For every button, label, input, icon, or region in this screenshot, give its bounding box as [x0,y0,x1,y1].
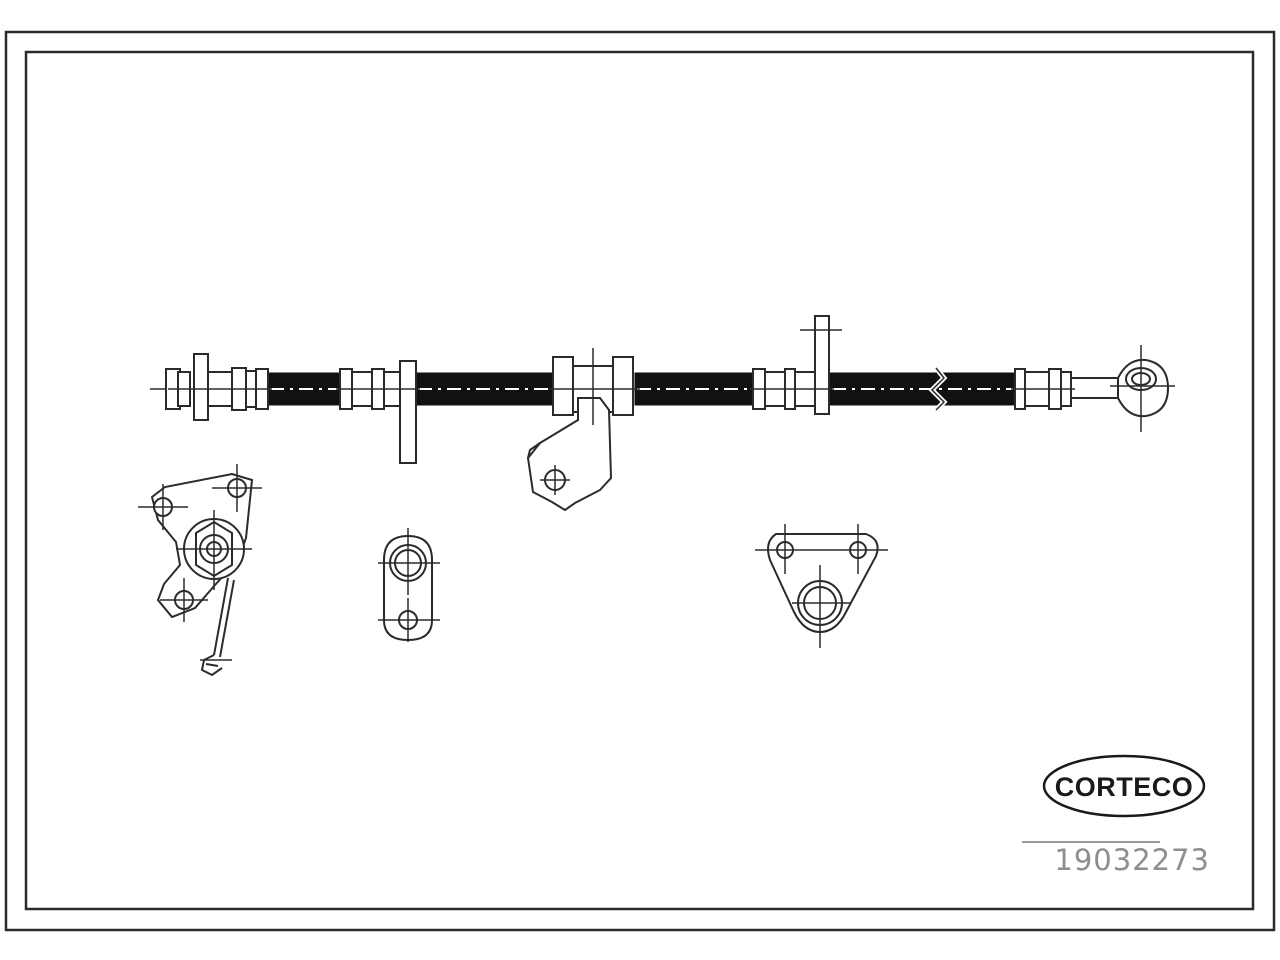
hose-segment-1 [267,372,341,406]
bracket-fitting-2 [526,348,640,512]
right-end-fitting [1011,345,1175,432]
left-end-fitting [150,353,272,421]
detail-view-flange [138,464,262,677]
inner-frame [24,50,1255,911]
hose-segment-4 [829,366,1016,412]
hose-segment-3 [634,372,756,406]
detail-view-plate [378,528,440,642]
logo-text: CORTECO [1055,772,1194,802]
detail-view-triangle-bracket [755,524,888,648]
hose-segment-2 [415,372,554,406]
part-number: 19032273 [1054,843,1210,877]
bracket-fitting-1 [336,360,420,464]
brake-hose-assembly [150,315,1175,512]
bracket-fitting-3 [749,315,842,415]
corteco-logo: CORTECO [1042,754,1206,818]
outer-frame [4,30,1276,932]
